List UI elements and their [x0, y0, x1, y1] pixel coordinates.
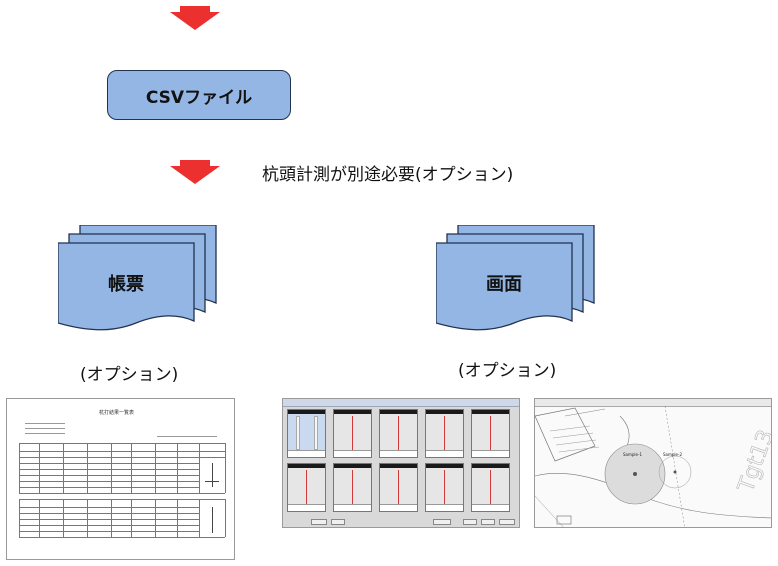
screen-multidocument: 画面: [436, 225, 596, 337]
pile-head-note: 杭頭計測が別途必要(オプション): [262, 165, 514, 185]
flow-arrow-down-2: [170, 160, 220, 184]
report-option-label: (オプション): [80, 365, 179, 385]
map-label-sample-1: Sample-1: [623, 452, 642, 457]
map-watermark: Tgt13: [733, 427, 772, 497]
map-label-sample-2: Sample-2: [663, 452, 682, 457]
gauge-screen-thumbnail: [282, 398, 520, 528]
report-label: 帳票: [108, 274, 144, 295]
report-sheet-thumbnail: 杭打結果一覧表: [6, 398, 235, 560]
csv-file-label: CSVファイル: [145, 87, 253, 108]
flow-arrow-down-1: [170, 6, 220, 30]
screen-label: 画面: [486, 274, 522, 295]
report-sheet-title: 杭打結果一覧表: [99, 410, 135, 416]
csv-file-box: CSVファイル: [107, 70, 291, 120]
map-screen-thumbnail: Sample-1 Sample-2 Tgt13: [534, 398, 772, 528]
screen-option-label: (オプション): [458, 361, 557, 381]
report-multidocument: 帳票: [58, 225, 218, 337]
